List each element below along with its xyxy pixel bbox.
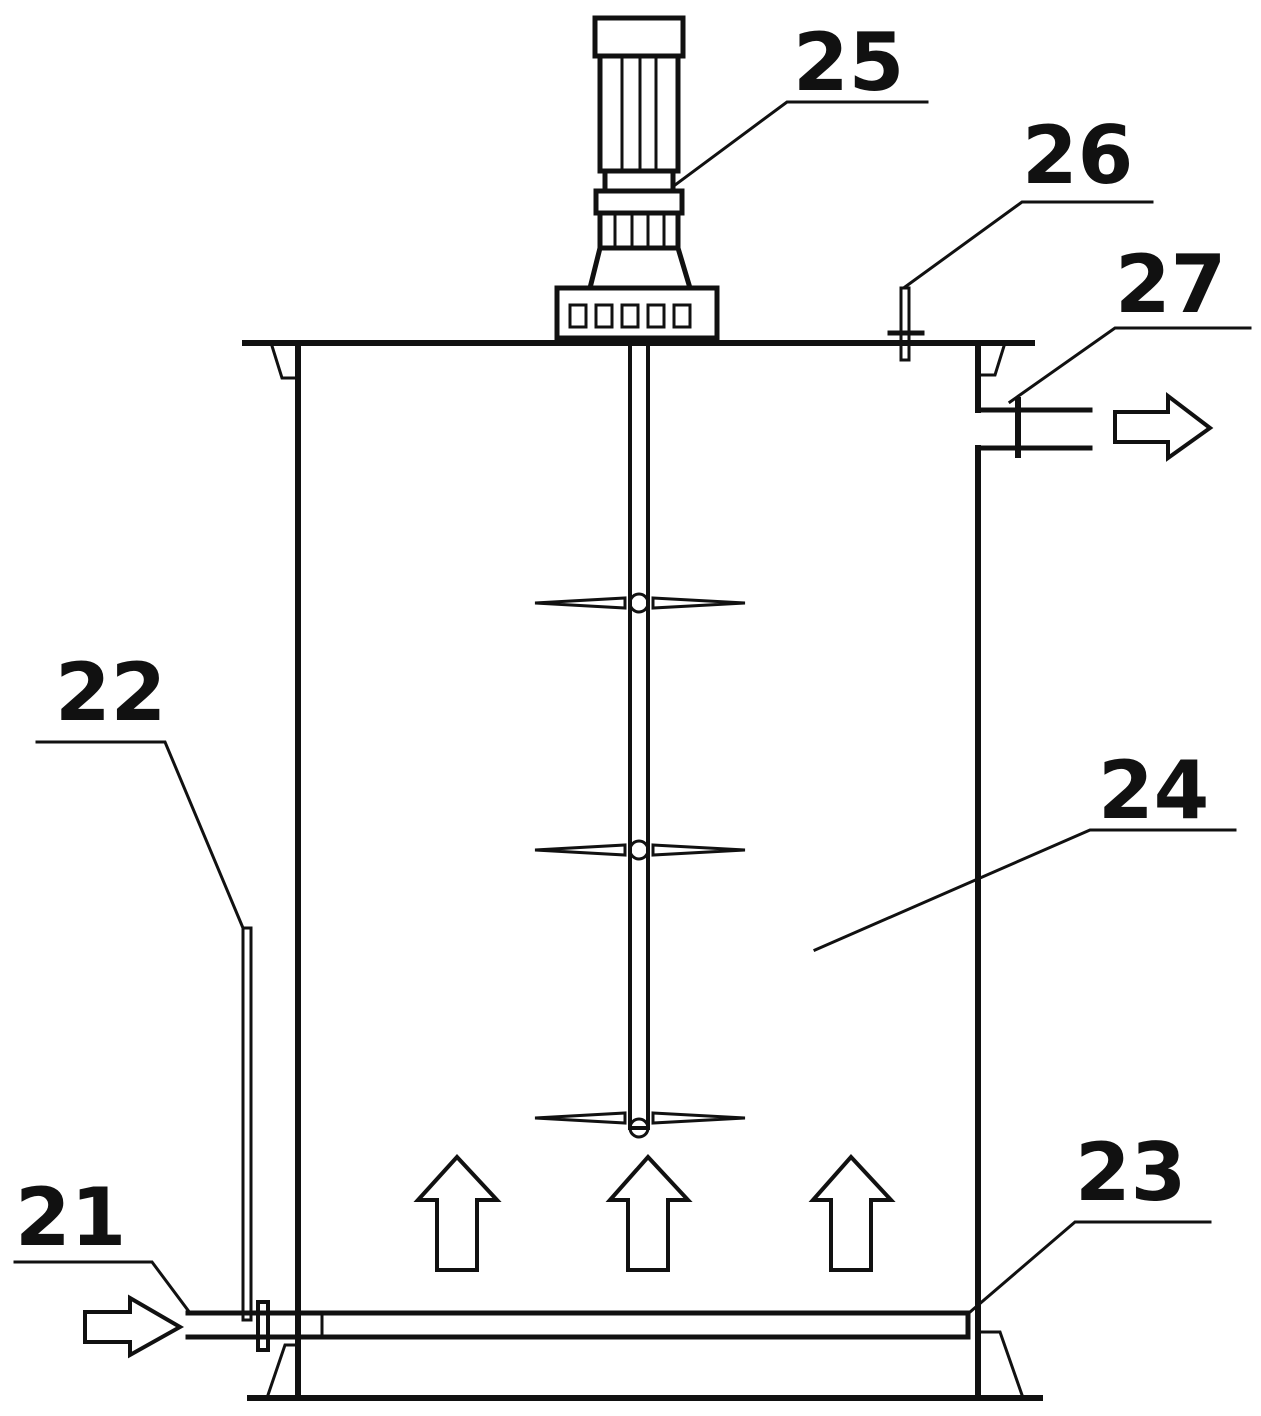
- label-vent: 26: [1022, 109, 1133, 202]
- label-level-gauge: 22: [55, 646, 166, 739]
- flow-arrows-up: [413, 1154, 896, 1272]
- part-labels: 25 26 27 24 22 21 23: [15, 16, 1226, 1264]
- label-tank-body: 24: [1098, 744, 1209, 837]
- agitator: [534, 336, 746, 1139]
- vent-nozzle: [887, 286, 925, 362]
- motor-assembly: [554, 15, 720, 341]
- tank-shell: [242, 340, 1043, 1401]
- inlet-arrow: [83, 1294, 185, 1359]
- outlet-pipe: [975, 397, 1093, 458]
- level-gauge-tube: [241, 926, 253, 1322]
- label-distributor: 23: [1075, 1126, 1186, 1219]
- outlet-arrow: [1113, 391, 1214, 462]
- label-inlet-pipe: 21: [15, 1171, 126, 1264]
- label-outlet: 27: [1115, 238, 1226, 331]
- label-motor: 25: [793, 16, 904, 109]
- distributor-pipe: [185, 1300, 971, 1352]
- leader-lines: [13, 100, 1252, 1316]
